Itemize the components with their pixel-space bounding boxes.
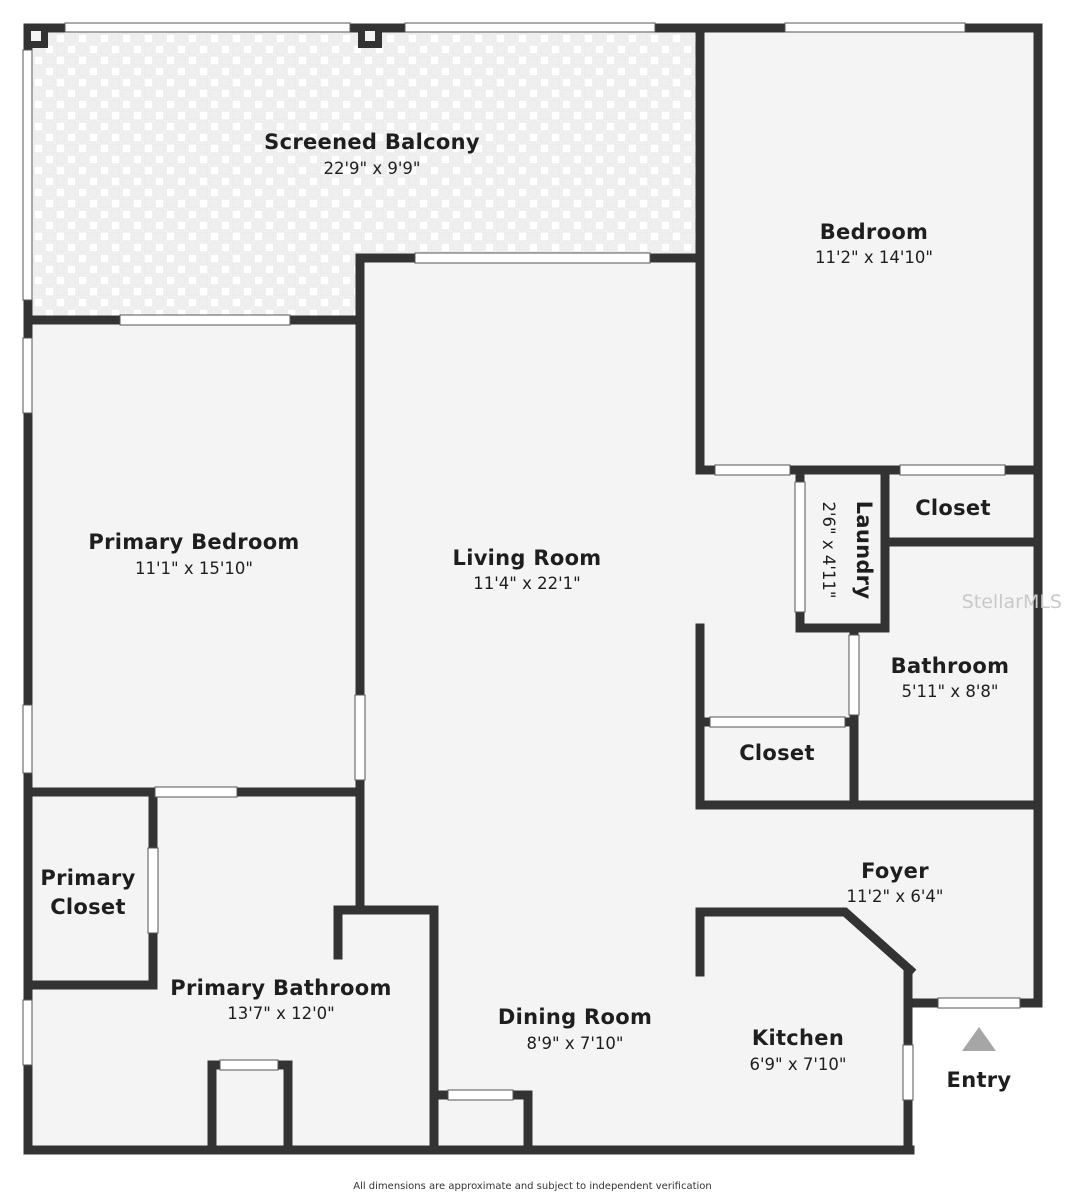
kitchen-name: Kitchen — [752, 1026, 844, 1050]
entry-arrow-icon — [962, 1027, 996, 1051]
balcony-dims: 22'9" x 9'9" — [324, 159, 421, 178]
primary-closet-name-line1: Primary — [40, 866, 135, 890]
closet-lower-name: Closet — [739, 741, 815, 765]
living-room-name: Living Room — [453, 546, 602, 570]
windows — [22, 22, 1021, 1101]
primary-closet-name-line2: Closet — [50, 895, 126, 919]
bedroom-dims: 11'2" x 14'10" — [815, 248, 933, 267]
bedroom-name: Bedroom — [820, 220, 928, 244]
primary-bedroom-dims: 11'1" x 15'10" — [135, 559, 253, 578]
dining-room-name: Dining Room — [498, 1005, 652, 1029]
foyer-name: Foyer — [861, 859, 929, 883]
kitchen-dims: 6'9" x 7'10" — [750, 1055, 847, 1074]
primary-bathroom-name: Primary Bathroom — [170, 976, 391, 1000]
balcony-name: Screened Balcony — [264, 130, 480, 154]
laundry-name: Laundry — [852, 501, 876, 600]
watermark: StellarMLS — [962, 591, 1062, 613]
interior-floor — [28, 28, 1038, 1150]
bathroom-name: Bathroom — [891, 654, 1010, 678]
bathroom-dims: 5'11" x 8'8" — [902, 682, 999, 701]
entry-label: Entry — [947, 1068, 1012, 1092]
dining-room-dims: 8'9" x 7'10" — [527, 1034, 624, 1053]
foyer-dims: 11'2" x 6'4" — [847, 887, 944, 906]
disclaimer-footer: All dimensions are approximate and subje… — [353, 1181, 712, 1192]
living-room-dims: 11'4" x 22'1" — [473, 574, 581, 593]
balcony-posts — [24, 24, 382, 48]
primary-bathroom-dims: 13'7" x 12'0" — [227, 1004, 335, 1023]
primary-bedroom-name: Primary Bedroom — [88, 530, 299, 554]
closet-upper-name: Closet — [915, 496, 991, 520]
laundry-dims: 2'6" x 4'11" — [819, 502, 838, 599]
